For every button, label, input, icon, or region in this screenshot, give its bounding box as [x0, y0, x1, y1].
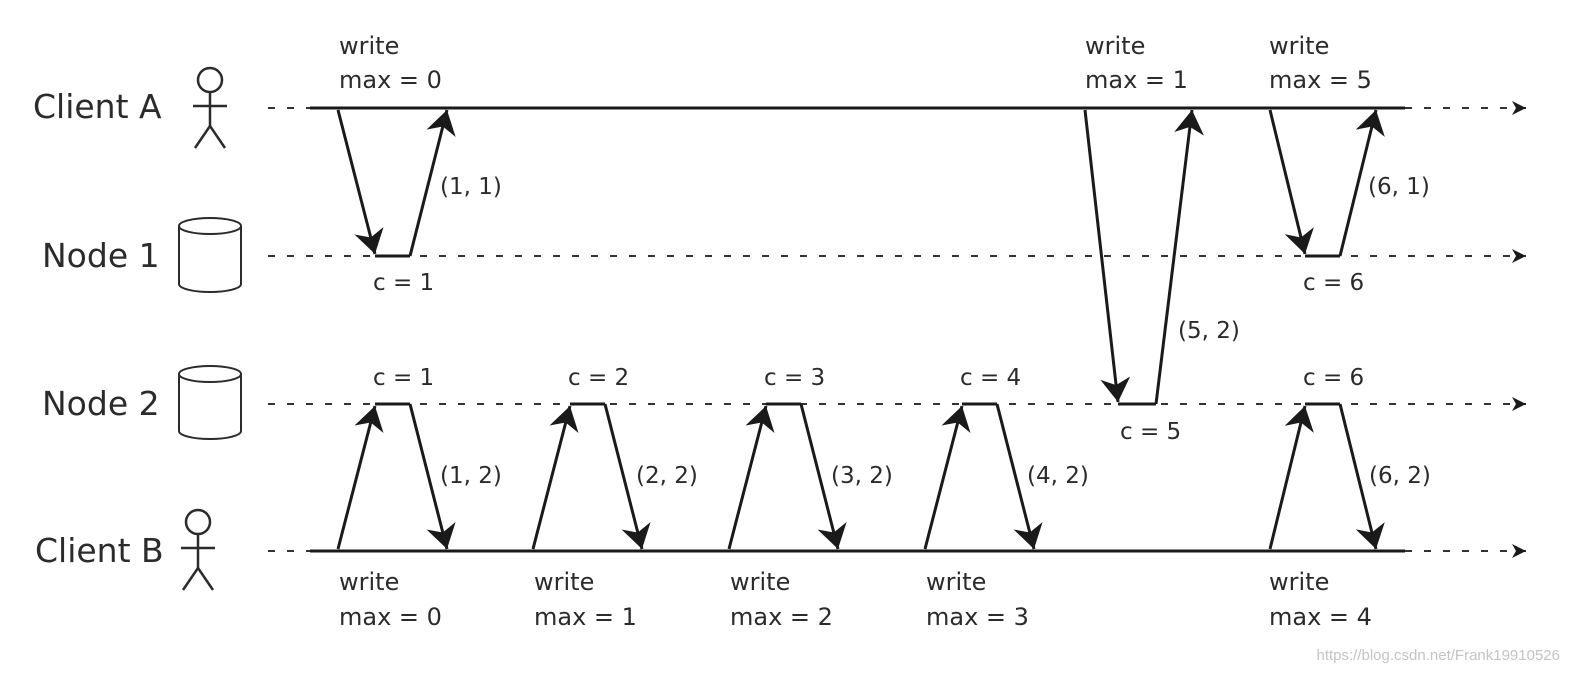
- database-icon-node-1: [178, 217, 242, 293]
- actor-label-client-b: Client B: [35, 531, 164, 570]
- actor-label-node-2: Node 2: [42, 384, 160, 423]
- response-label-a3: (6, 1): [1368, 174, 1430, 200]
- client-b-max-label-5: max = 4: [1269, 603, 1372, 631]
- client-b-write-label-2: write: [534, 568, 594, 596]
- client-b-max-label-3: max = 2: [730, 603, 833, 631]
- arrow-b-write-2: [531, 405, 579, 550]
- actor-label-node-1: Node 1: [42, 236, 160, 275]
- node2-counter-5: c = 5: [1120, 419, 1181, 445]
- database-icon-node-2: [178, 365, 242, 440]
- arrow-b-write-4: [923, 405, 971, 550]
- node2-counter-1: c = 1: [373, 365, 434, 391]
- client-b-max-label-2: max = 1: [534, 603, 637, 631]
- node2-counter-3: c = 3: [764, 365, 825, 391]
- client-b-max-label-1: max = 0: [339, 603, 442, 631]
- actor-label-client-a: Client A: [33, 87, 162, 126]
- arrow-a-response-1: [408, 109, 456, 257]
- person-icon-client-b: [181, 508, 215, 591]
- response-label-a1: (1, 1): [440, 174, 502, 200]
- arrow-a-write-3: [1268, 109, 1314, 255]
- client-a-max-label-2: max = 1: [1085, 66, 1188, 94]
- response-label-b2: (2, 2): [636, 463, 698, 489]
- node1-counter-2: c = 6: [1303, 270, 1364, 296]
- client-b-write-label-5: write: [1269, 568, 1329, 596]
- node2-counter-6: c = 6: [1303, 365, 1364, 391]
- arrow-a-response-3: [1338, 109, 1385, 257]
- response-label-b5: (6, 2): [1369, 463, 1431, 489]
- arrow-a-write-2: [1083, 109, 1131, 403]
- response-label-b3: (3, 2): [831, 463, 893, 489]
- client-b-write-label-3: write: [730, 568, 790, 596]
- client-b-write-label-4: write: [926, 568, 986, 596]
- client-a-max-label-3: max = 5: [1269, 66, 1372, 94]
- arrow-b-write-5: [1268, 405, 1314, 550]
- client-a-write-label-2: write: [1085, 32, 1145, 60]
- client-a-write-label-1: write: [339, 32, 399, 60]
- arrow-b-write-3: [727, 405, 775, 550]
- arrow-b-response-3: [799, 403, 847, 550]
- node2-counter-4: c = 4: [960, 365, 1021, 391]
- response-label-a2: (5, 2): [1178, 318, 1240, 344]
- arrow-b-write-1: [336, 405, 384, 550]
- arrow-b-response-1: [408, 403, 456, 550]
- arrow-a-write-1: [336, 109, 384, 255]
- arrow-b-response-5: [1338, 403, 1385, 550]
- node1-counter-1: c = 1: [373, 270, 434, 296]
- watermark: https://blog.csdn.net/Frank19910526: [1316, 647, 1560, 664]
- arrow-b-response-2: [603, 403, 651, 550]
- client-a-max-label-1: max = 0: [339, 66, 442, 94]
- response-label-b4: (4, 2): [1027, 463, 1089, 489]
- node2-counter-2: c = 2: [568, 365, 629, 391]
- client-b-write-label-1: write: [339, 568, 399, 596]
- client-b-max-label-4: max = 3: [926, 603, 1029, 631]
- arrow-b-response-4: [995, 403, 1043, 550]
- person-icon-client-a: [193, 66, 227, 149]
- response-label-b1: (1, 2): [440, 463, 502, 489]
- arrow-a-response-2: [1154, 109, 1204, 405]
- client-a-write-label-3: write: [1269, 32, 1329, 60]
